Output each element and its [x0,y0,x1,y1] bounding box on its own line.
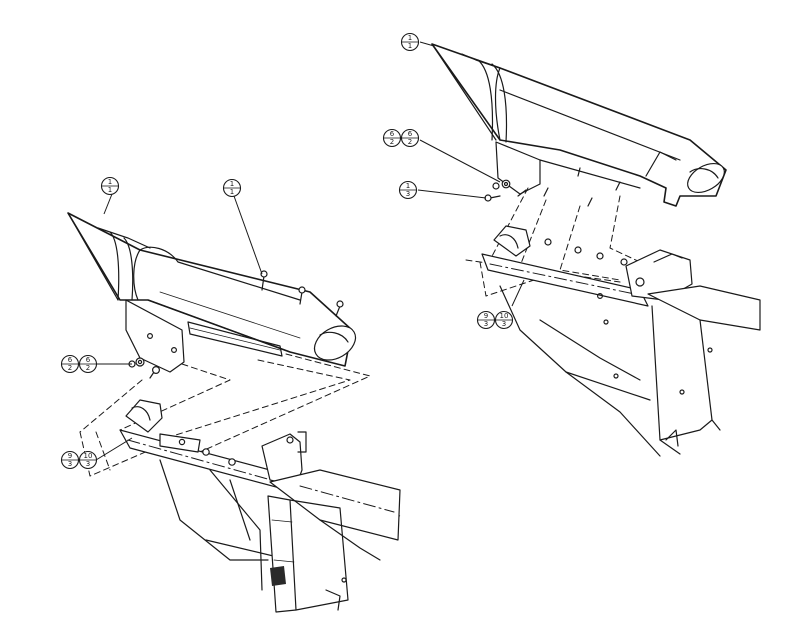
callout-number: 9 [484,312,488,320]
right-callouts: 1 1 6 2 6 2 1 3 [382,32,525,330]
callout-number: 10 [500,312,509,320]
callout-number: 3 [86,460,90,468]
callout-number: 1 [408,42,412,50]
callout-left-3a: 6 2 [60,354,80,374]
callout-number: 2 [86,364,90,372]
callout-right-1: 1 1 [400,32,420,52]
callout-left-1: 1 1 [100,176,120,196]
callout-number: 6 [408,130,413,138]
callout-number: 1 [408,34,412,42]
right-cover-panel [431,43,727,207]
callout-number: 1 [230,188,234,196]
right-assembly: 1 1 6 2 6 2 1 3 [382,32,761,457]
callout-number: 6 [68,356,73,364]
callout-left-2: 1 1 [222,178,242,198]
callout-number: 3 [406,190,410,198]
callout-number: 6 [390,130,395,138]
callout-number: 2 [390,138,394,146]
callout-left-4b: 10 3 [78,450,98,470]
callout-right-4b: 10 3 [494,310,514,330]
right-frame-bracket [481,225,761,457]
left-cover-panel [67,212,357,373]
left-bolts-top [128,270,344,379]
callout-number: 10 [84,452,93,460]
callout-number: 6 [86,356,91,364]
callout-number: 2 [408,138,412,146]
callout-number: 2 [68,364,72,372]
callout-right-3: 1 3 [398,180,418,200]
left-callouts: 1 1 1 1 6 2 6 2 [60,176,263,470]
right-bolts [484,167,621,207]
callout-number: 1 [406,182,410,190]
left-assembly: 1 1 1 1 6 2 6 2 [60,176,401,613]
callout-number: 1 [108,178,112,186]
callout-number: 1 [230,180,234,188]
callout-left-4a: 9 3 [60,450,80,470]
callout-left-3b: 6 2 [78,354,98,374]
callout-number: 9 [68,452,72,460]
callout-right-4a: 9 3 [476,310,496,330]
callout-right-2a: 6 2 [382,128,402,148]
callout-number: 1 [108,186,112,194]
callout-right-2b: 6 2 [400,128,420,148]
callout-number: 3 [68,460,72,468]
callout-number: 3 [502,320,506,328]
left-frame-bracket [119,399,401,613]
callout-number: 3 [484,320,488,328]
